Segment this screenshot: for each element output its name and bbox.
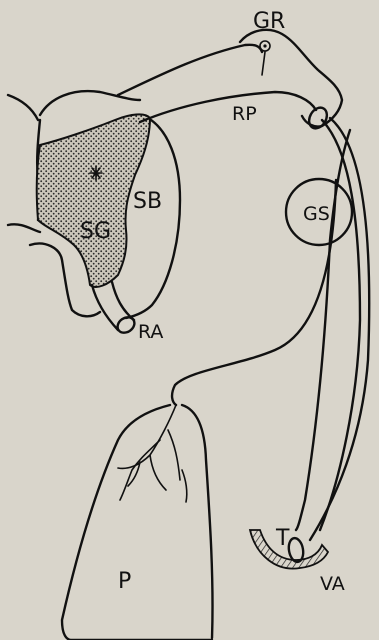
label-rp: RP <box>232 103 257 125</box>
label-gs: GS <box>303 203 330 225</box>
label-sb: SB <box>133 189 162 214</box>
label-ra: RA <box>138 321 163 343</box>
label-p: P <box>118 569 131 594</box>
star-marker <box>90 166 102 180</box>
ra-tube <box>92 282 137 336</box>
label-va: VA <box>320 573 345 595</box>
lung-p <box>62 405 213 640</box>
label-gr: GR <box>253 9 285 34</box>
label-sg: SG <box>80 219 111 244</box>
label-t: T <box>275 526 290 551</box>
rp-tube <box>118 45 316 122</box>
